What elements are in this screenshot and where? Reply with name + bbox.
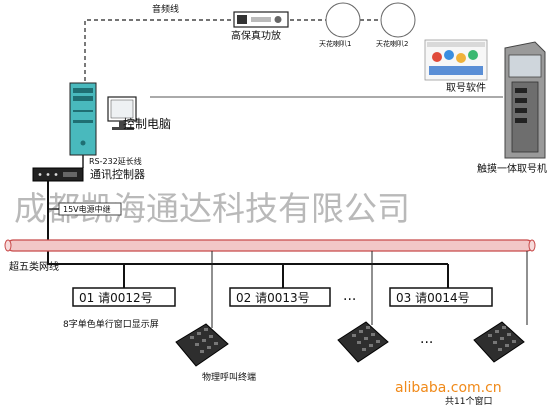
bus-to-displays	[47, 258, 448, 265]
window-display-2-text: 02 请0013号	[236, 291, 310, 305]
alibaba-watermark: alibaba.com.cn	[395, 380, 502, 396]
display-caption: 8字单色单行窗口显示屏	[63, 318, 159, 330]
window-display-1: 01 请0012号	[72, 287, 176, 307]
amplifier-label: 高保真功放	[231, 29, 281, 42]
window-display-3-text: 03 请0014号	[396, 291, 470, 305]
kiosk-device	[504, 41, 546, 159]
speaker-1	[325, 2, 361, 38]
terminal-caption: 物理呼叫终端	[202, 371, 256, 383]
window-count-label: 共11个窗口	[445, 395, 492, 407]
comm-controller-label: 通讯控制器	[90, 167, 145, 181]
comm-controller-device	[32, 167, 84, 182]
control-pc-monitor	[107, 96, 137, 130]
queue-software-label: 取号软件	[446, 81, 486, 94]
window-display-2: 02 请0013号	[229, 287, 331, 307]
audio-line	[84, 19, 395, 88]
call-terminal-1	[175, 323, 229, 367]
queue-software-screenshot	[424, 39, 488, 81]
cable-label: 超五类网线	[9, 260, 59, 273]
ellipsis-displays: ···	[343, 292, 356, 308]
power-relay-label: 15V电源中继	[63, 204, 111, 214]
ellipsis-terminals: ···	[420, 335, 433, 351]
audio-line-label: 音频线	[152, 3, 179, 15]
speaker-1-label: 天花喇叭1	[319, 39, 351, 48]
rs232-label: RS-232延长线	[89, 156, 142, 166]
speaker-2-label: 天花喇叭2	[376, 39, 408, 48]
control-pc-tower	[69, 82, 97, 156]
window-display-1-text: 01 请0012号	[79, 291, 153, 305]
amplifier-device	[233, 11, 289, 28]
call-terminal-3	[473, 321, 525, 363]
window-display-3: 03 请0014号	[389, 287, 493, 307]
kiosk-label: 触摸一体取号机	[477, 162, 547, 175]
network-cable	[4, 239, 536, 252]
speaker-2	[380, 2, 416, 38]
call-terminal-2	[337, 321, 389, 363]
control-pc-label: 控制电脑	[123, 117, 171, 131]
